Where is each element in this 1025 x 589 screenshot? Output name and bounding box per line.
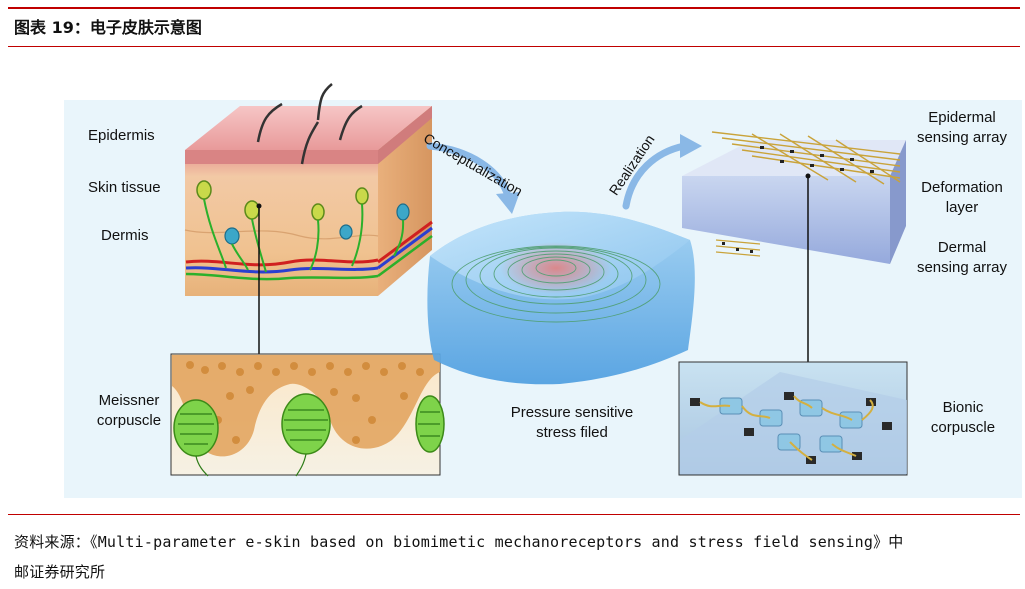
title-underline — [8, 46, 1020, 47]
top-rule — [8, 7, 1020, 9]
sensor-device — [682, 131, 906, 264]
label-pressure-line1: Pressure sensitive — [510, 404, 634, 421]
label-deformation-layer: Deformation layer — [906, 178, 1018, 218]
label-epidermis: Epidermis — [88, 127, 155, 144]
meissner-inset — [170, 353, 445, 477]
label-epidermal-line1: Epidermal — [928, 109, 996, 126]
source-line1: 资料来源：《Multi-parameter e-skin based on bi… — [14, 533, 904, 551]
label-epidermal-line2: sensing array — [916, 129, 1008, 146]
source-rule — [8, 514, 1020, 515]
label-deformation-line1: Deformation — [921, 179, 1003, 196]
bionic-inset — [678, 361, 908, 476]
label-bionic-corpuscle: Bionic corpuscle — [914, 398, 1012, 438]
label-dermal-sensing-array: Dermal sensing array — [906, 238, 1018, 278]
label-bionic-line1: Bionic — [942, 399, 984, 416]
source-line2: 邮证券研究所 — [14, 563, 106, 581]
pressure-block — [427, 211, 695, 385]
conceptualization-arrow — [426, 142, 520, 214]
label-deformation-line2: layer — [945, 199, 979, 216]
label-meissner-line1: Meissner — [98, 392, 160, 409]
realization-arrow — [622, 134, 702, 210]
figure-title: 图表 19：电子皮肤示意图 — [14, 18, 202, 37]
label-meissner-corpuscle: Meissner corpuscle — [86, 391, 172, 431]
label-bionic-line2: corpuscle — [930, 419, 996, 436]
label-pressure-stress-field: Pressure sensitive stress filed — [492, 403, 652, 443]
label-dermal-line1: Dermal — [937, 239, 987, 256]
label-dermis: Dermis — [101, 227, 149, 244]
label-meissner-line2: corpuscle — [96, 412, 162, 429]
label-skin-tissue: Skin tissue — [88, 179, 161, 196]
label-dermal-line2: sensing array — [916, 259, 1008, 276]
label-pressure-line2: stress filed — [536, 424, 608, 441]
label-epidermal-sensing-array: Epidermal sensing array — [906, 108, 1018, 148]
skin-cube — [184, 83, 433, 296]
source-note: 资料来源：《Multi-parameter e-skin based on bi… — [14, 527, 1014, 587]
